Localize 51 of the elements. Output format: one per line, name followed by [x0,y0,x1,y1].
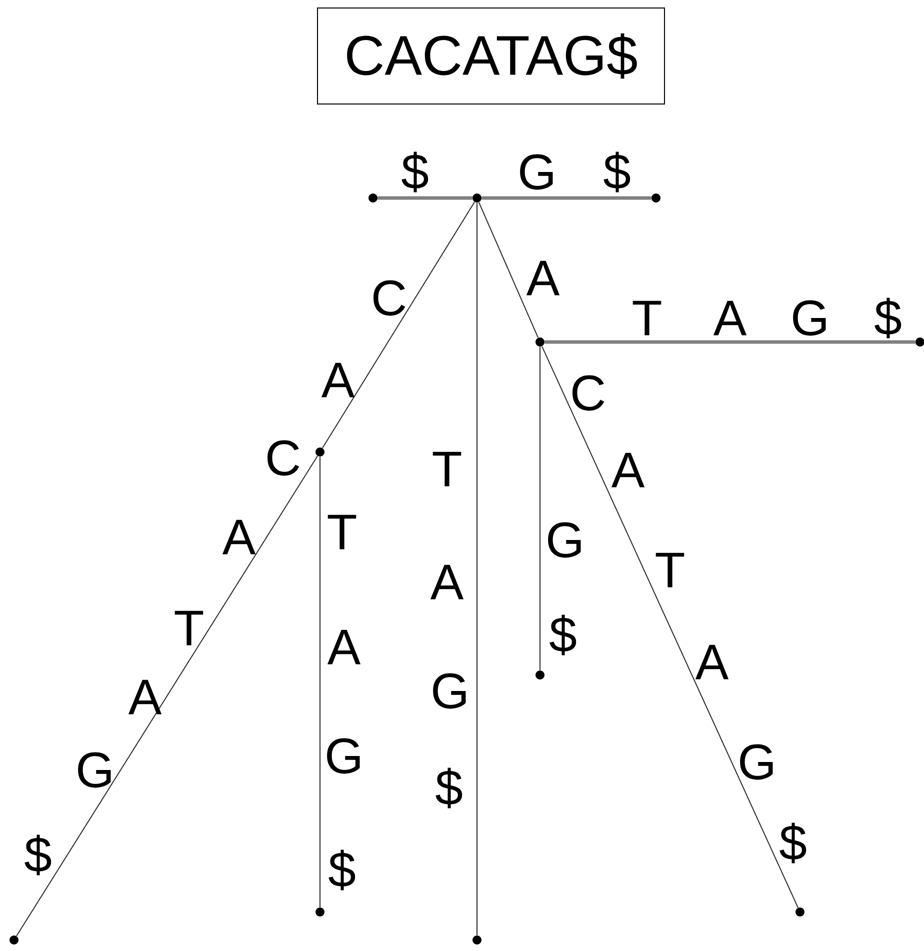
edge-letter: A [222,520,256,554]
tree-edge [16,456,318,937]
tree-edge [544,340,916,344]
tree-node-dot [316,448,324,456]
edge-letter: C [572,375,604,411]
edge-letter: A [695,644,729,680]
tree-node-dot [368,194,378,202]
edge-letter: T [656,552,684,588]
tree-node-dot [652,194,660,202]
edge-letter: G [793,300,826,336]
edge-letter: G [433,673,466,709]
edge-letter: G [548,522,581,558]
tree-edge [322,202,476,448]
edge-letter: A [430,564,464,600]
edge-letter: G [78,752,111,788]
edge-letter: A [713,300,747,336]
edge-letter: C [267,440,300,476]
tree-node-dot [536,338,544,346]
edge-letter: $ [402,152,428,192]
edge-letter: G [327,738,360,774]
edge-letter: A [321,362,355,398]
tree-edge [378,196,472,200]
tree-edge [476,202,478,936]
edge-letter: G [740,744,773,780]
edge-letter: A [327,630,361,664]
tree-node-dot [472,194,482,202]
tree-node-dot [472,936,482,944]
edge-letter: A [526,260,560,296]
edge-letter: T [174,610,204,646]
edge-letter: $ [550,614,576,656]
tree-edge [482,196,652,200]
edge-letter: $ [604,152,630,192]
edge-letter: T [328,514,356,550]
tree-node-dot [316,908,324,916]
edge-letter: T [432,452,462,486]
edge-letter: $ [780,822,806,864]
title-box: CACATAG$ [317,8,665,104]
edge-letter: $ [24,834,52,876]
edge-letter: $ [436,768,462,808]
edge-letter: $ [328,850,356,890]
tree-node-dot [10,936,18,944]
edge-letter: A [128,680,162,714]
edge-letter: C [373,280,406,316]
edge-letter: A [611,452,645,488]
edge-letter: G [520,154,553,190]
tree-edge [478,202,539,338]
tree-node-dot [536,670,544,680]
edge-letter: T [632,300,662,336]
tree-edge [541,346,799,908]
edge-letter: $ [874,298,902,338]
tree-node-dot [796,908,804,916]
